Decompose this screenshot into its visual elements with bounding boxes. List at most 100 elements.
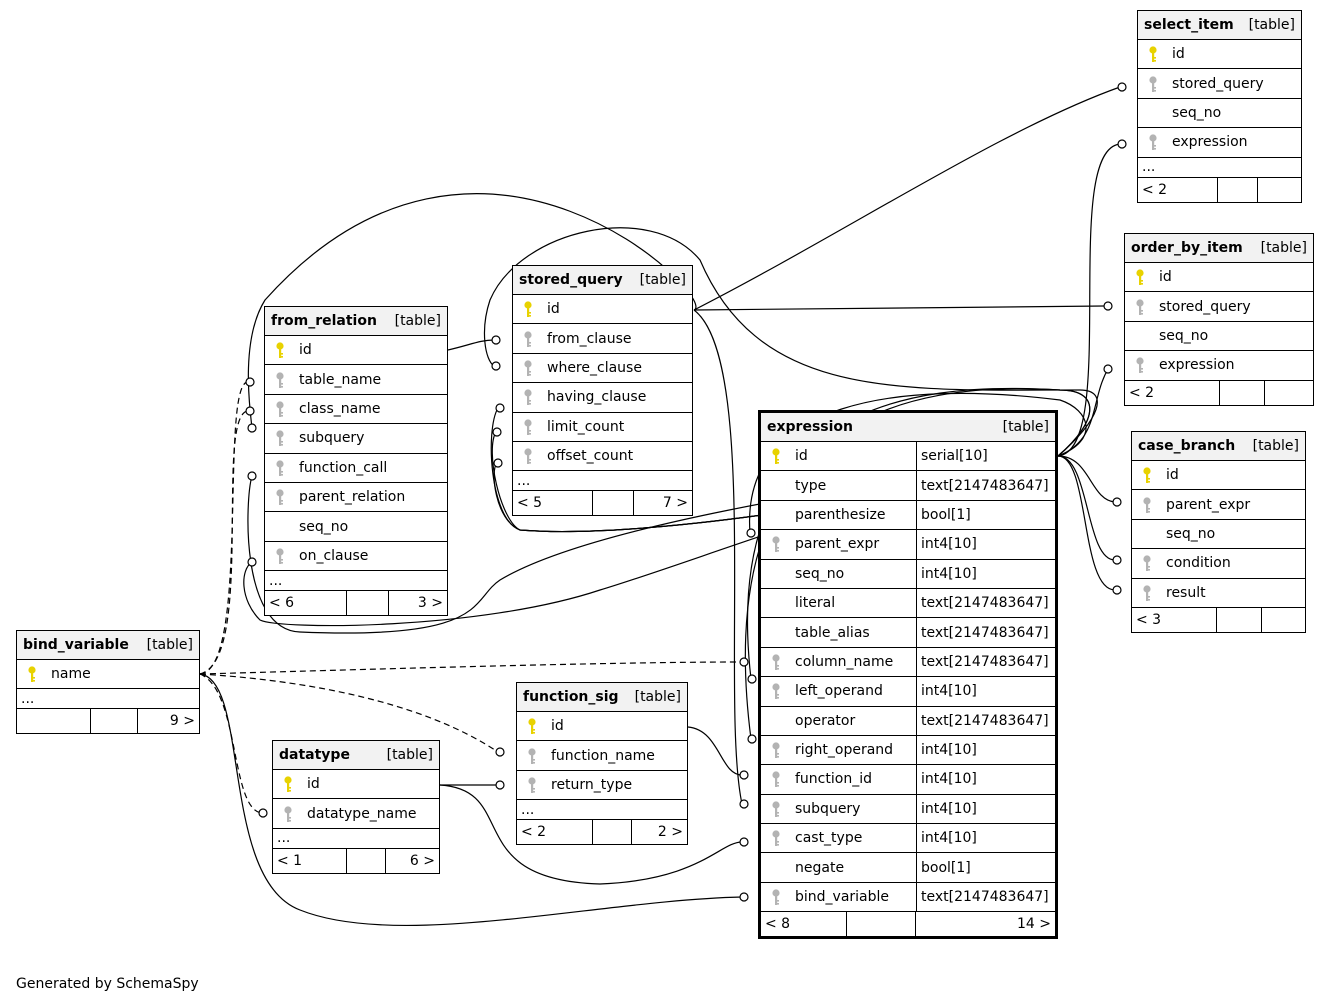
more-columns: ... bbox=[17, 689, 199, 710]
column-row-id[interactable]: id bbox=[517, 712, 687, 742]
primary-key-icon bbox=[761, 447, 791, 465]
primary-key-icon bbox=[265, 341, 295, 359]
column-row-class-name[interactable]: class_name bbox=[265, 395, 447, 425]
column-row-expression[interactable]: expression bbox=[1138, 128, 1301, 158]
primary-key-icon bbox=[1138, 45, 1168, 63]
table-name: case_branch bbox=[1138, 438, 1236, 454]
column-row-stored-query[interactable]: stored_query bbox=[1138, 69, 1301, 99]
edge-end-marker bbox=[739, 837, 749, 847]
column-row-id[interactable]: id bbox=[265, 336, 447, 366]
edge-expression-select-expression bbox=[1057, 143, 1121, 457]
column-row-return-type[interactable]: return_type bbox=[517, 771, 687, 801]
column-row-stored-query[interactable]: stored_query bbox=[1125, 292, 1313, 322]
column-row-limit-count[interactable]: limit_count bbox=[513, 413, 692, 442]
edge-end-marker bbox=[245, 406, 255, 416]
column-row-datatype-name[interactable]: datatype_name bbox=[273, 799, 439, 829]
column-row-id[interactable]: id bbox=[1132, 461, 1305, 491]
edge-stored-query-order-by-item bbox=[693, 305, 1105, 311]
more-columns: ... bbox=[265, 571, 447, 592]
foreign-key-icon bbox=[265, 429, 295, 447]
column-row-seq-no[interactable]: seq_no bbox=[265, 512, 447, 542]
primary-key-icon bbox=[273, 775, 303, 793]
footer-spacer bbox=[847, 912, 916, 937]
column-name: column_name bbox=[795, 653, 894, 670]
column-row-result[interactable]: result bbox=[1132, 579, 1305, 608]
edge-end-marker bbox=[491, 361, 501, 371]
edge-end-marker bbox=[1112, 555, 1122, 565]
parents-count bbox=[17, 709, 91, 734]
table-bind-variable[interactable]: bind_variable [table] name ... 9 > bbox=[16, 630, 200, 735]
column-row-id[interactable]: id bbox=[1138, 40, 1301, 70]
column-row-id[interactable]: id bbox=[1125, 263, 1313, 293]
table-footer: < 1 6 > bbox=[273, 848, 439, 873]
edge-stored-query-select-item bbox=[693, 86, 1121, 311]
foreign-key-icon bbox=[1132, 554, 1162, 572]
column-row-where-clause[interactable]: where_clause bbox=[513, 354, 692, 384]
parents-count: < 8 bbox=[761, 912, 847, 937]
edge-end-marker bbox=[739, 770, 749, 780]
column-name: function_name bbox=[551, 747, 655, 764]
column-row-function-call[interactable]: function_call bbox=[265, 454, 447, 483]
foreign-key-icon bbox=[517, 776, 547, 794]
column-name: bind_variable bbox=[795, 889, 890, 906]
edge-bind-variable-class-name bbox=[199, 410, 248, 675]
column-row-function-name[interactable]: function_name bbox=[517, 741, 687, 771]
column-row-column-name[interactable]: column_name text[2147483647] bbox=[761, 647, 1055, 678]
column-row-table-name[interactable]: table_name bbox=[265, 365, 447, 395]
column-row-offset-count[interactable]: offset_count bbox=[513, 442, 692, 472]
column-row-expression[interactable]: expression bbox=[1125, 351, 1313, 381]
column-row-seq-no[interactable]: seq_no bbox=[1125, 322, 1313, 352]
column-row-on-clause[interactable]: on_clause bbox=[265, 542, 447, 572]
foreign-key-icon bbox=[1138, 133, 1168, 151]
primary-key-icon bbox=[513, 300, 543, 318]
column-datatype: bool[1] bbox=[916, 853, 1055, 882]
column-row-seq-no[interactable]: seq_no bbox=[1138, 99, 1301, 129]
table-header: function_sig [table] bbox=[517, 683, 687, 712]
column-row-from-clause[interactable]: from_clause bbox=[513, 324, 692, 354]
footer-spacer bbox=[1217, 607, 1262, 632]
children-count: 7 > bbox=[662, 495, 688, 512]
table-footer: < 2 bbox=[1125, 380, 1313, 405]
column-datatype: text[2147483647] bbox=[916, 647, 1055, 677]
column-row-id[interactable]: id bbox=[513, 295, 692, 325]
children-count: 2 > bbox=[657, 824, 683, 841]
column-row-condition[interactable]: condition bbox=[1132, 549, 1305, 579]
table-header: expression [table] bbox=[761, 413, 1055, 442]
foreign-key-icon bbox=[1125, 298, 1155, 316]
foreign-key-icon bbox=[761, 653, 791, 671]
column-row-seq-no[interactable]: seq_no bbox=[1132, 520, 1305, 550]
footer-spacer bbox=[593, 491, 634, 516]
column-row-parent-relation[interactable]: parent_relation bbox=[265, 483, 447, 513]
column-row-subquery[interactable]: subquery bbox=[265, 424, 447, 454]
more-columns: ... bbox=[1138, 158, 1301, 178]
column-name: literal bbox=[795, 595, 836, 612]
column-row-having-clause[interactable]: having_clause bbox=[513, 383, 692, 413]
column-row-name[interactable]: name bbox=[17, 660, 199, 690]
table-name: select_item bbox=[1144, 17, 1234, 33]
column-row-parent-expr[interactable]: parent_expr bbox=[1132, 490, 1305, 520]
column-row-id[interactable]: id bbox=[273, 770, 439, 800]
